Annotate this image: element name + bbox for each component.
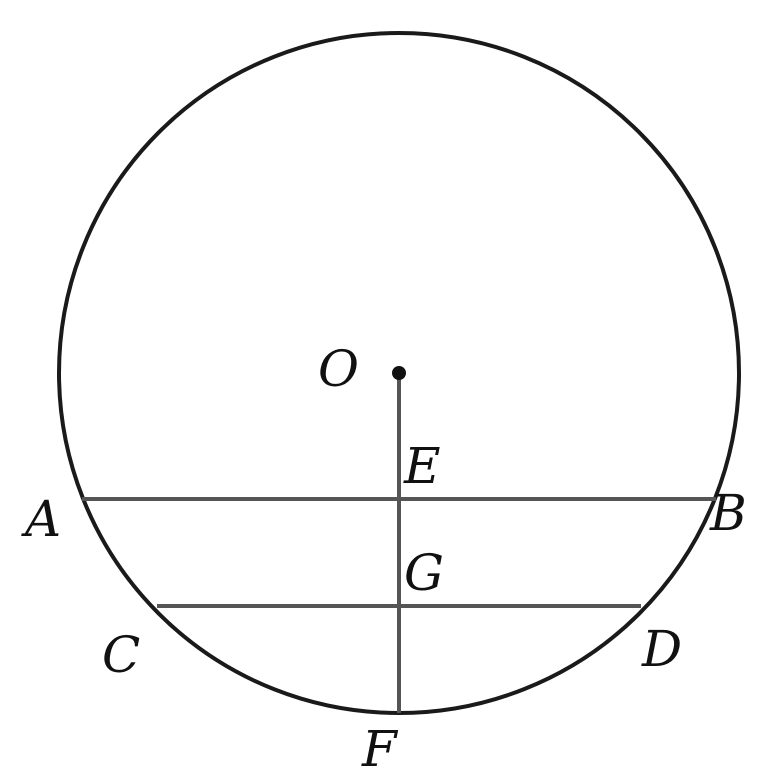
label-c: C xyxy=(102,626,140,684)
label-o: O xyxy=(318,340,359,398)
label-d: D xyxy=(641,620,682,678)
label-a: A xyxy=(21,490,61,548)
label-g: G xyxy=(404,544,444,602)
label-b: B xyxy=(709,484,747,542)
label-e: E xyxy=(403,437,441,495)
center-point-o xyxy=(392,366,406,380)
label-f: F xyxy=(361,720,399,770)
